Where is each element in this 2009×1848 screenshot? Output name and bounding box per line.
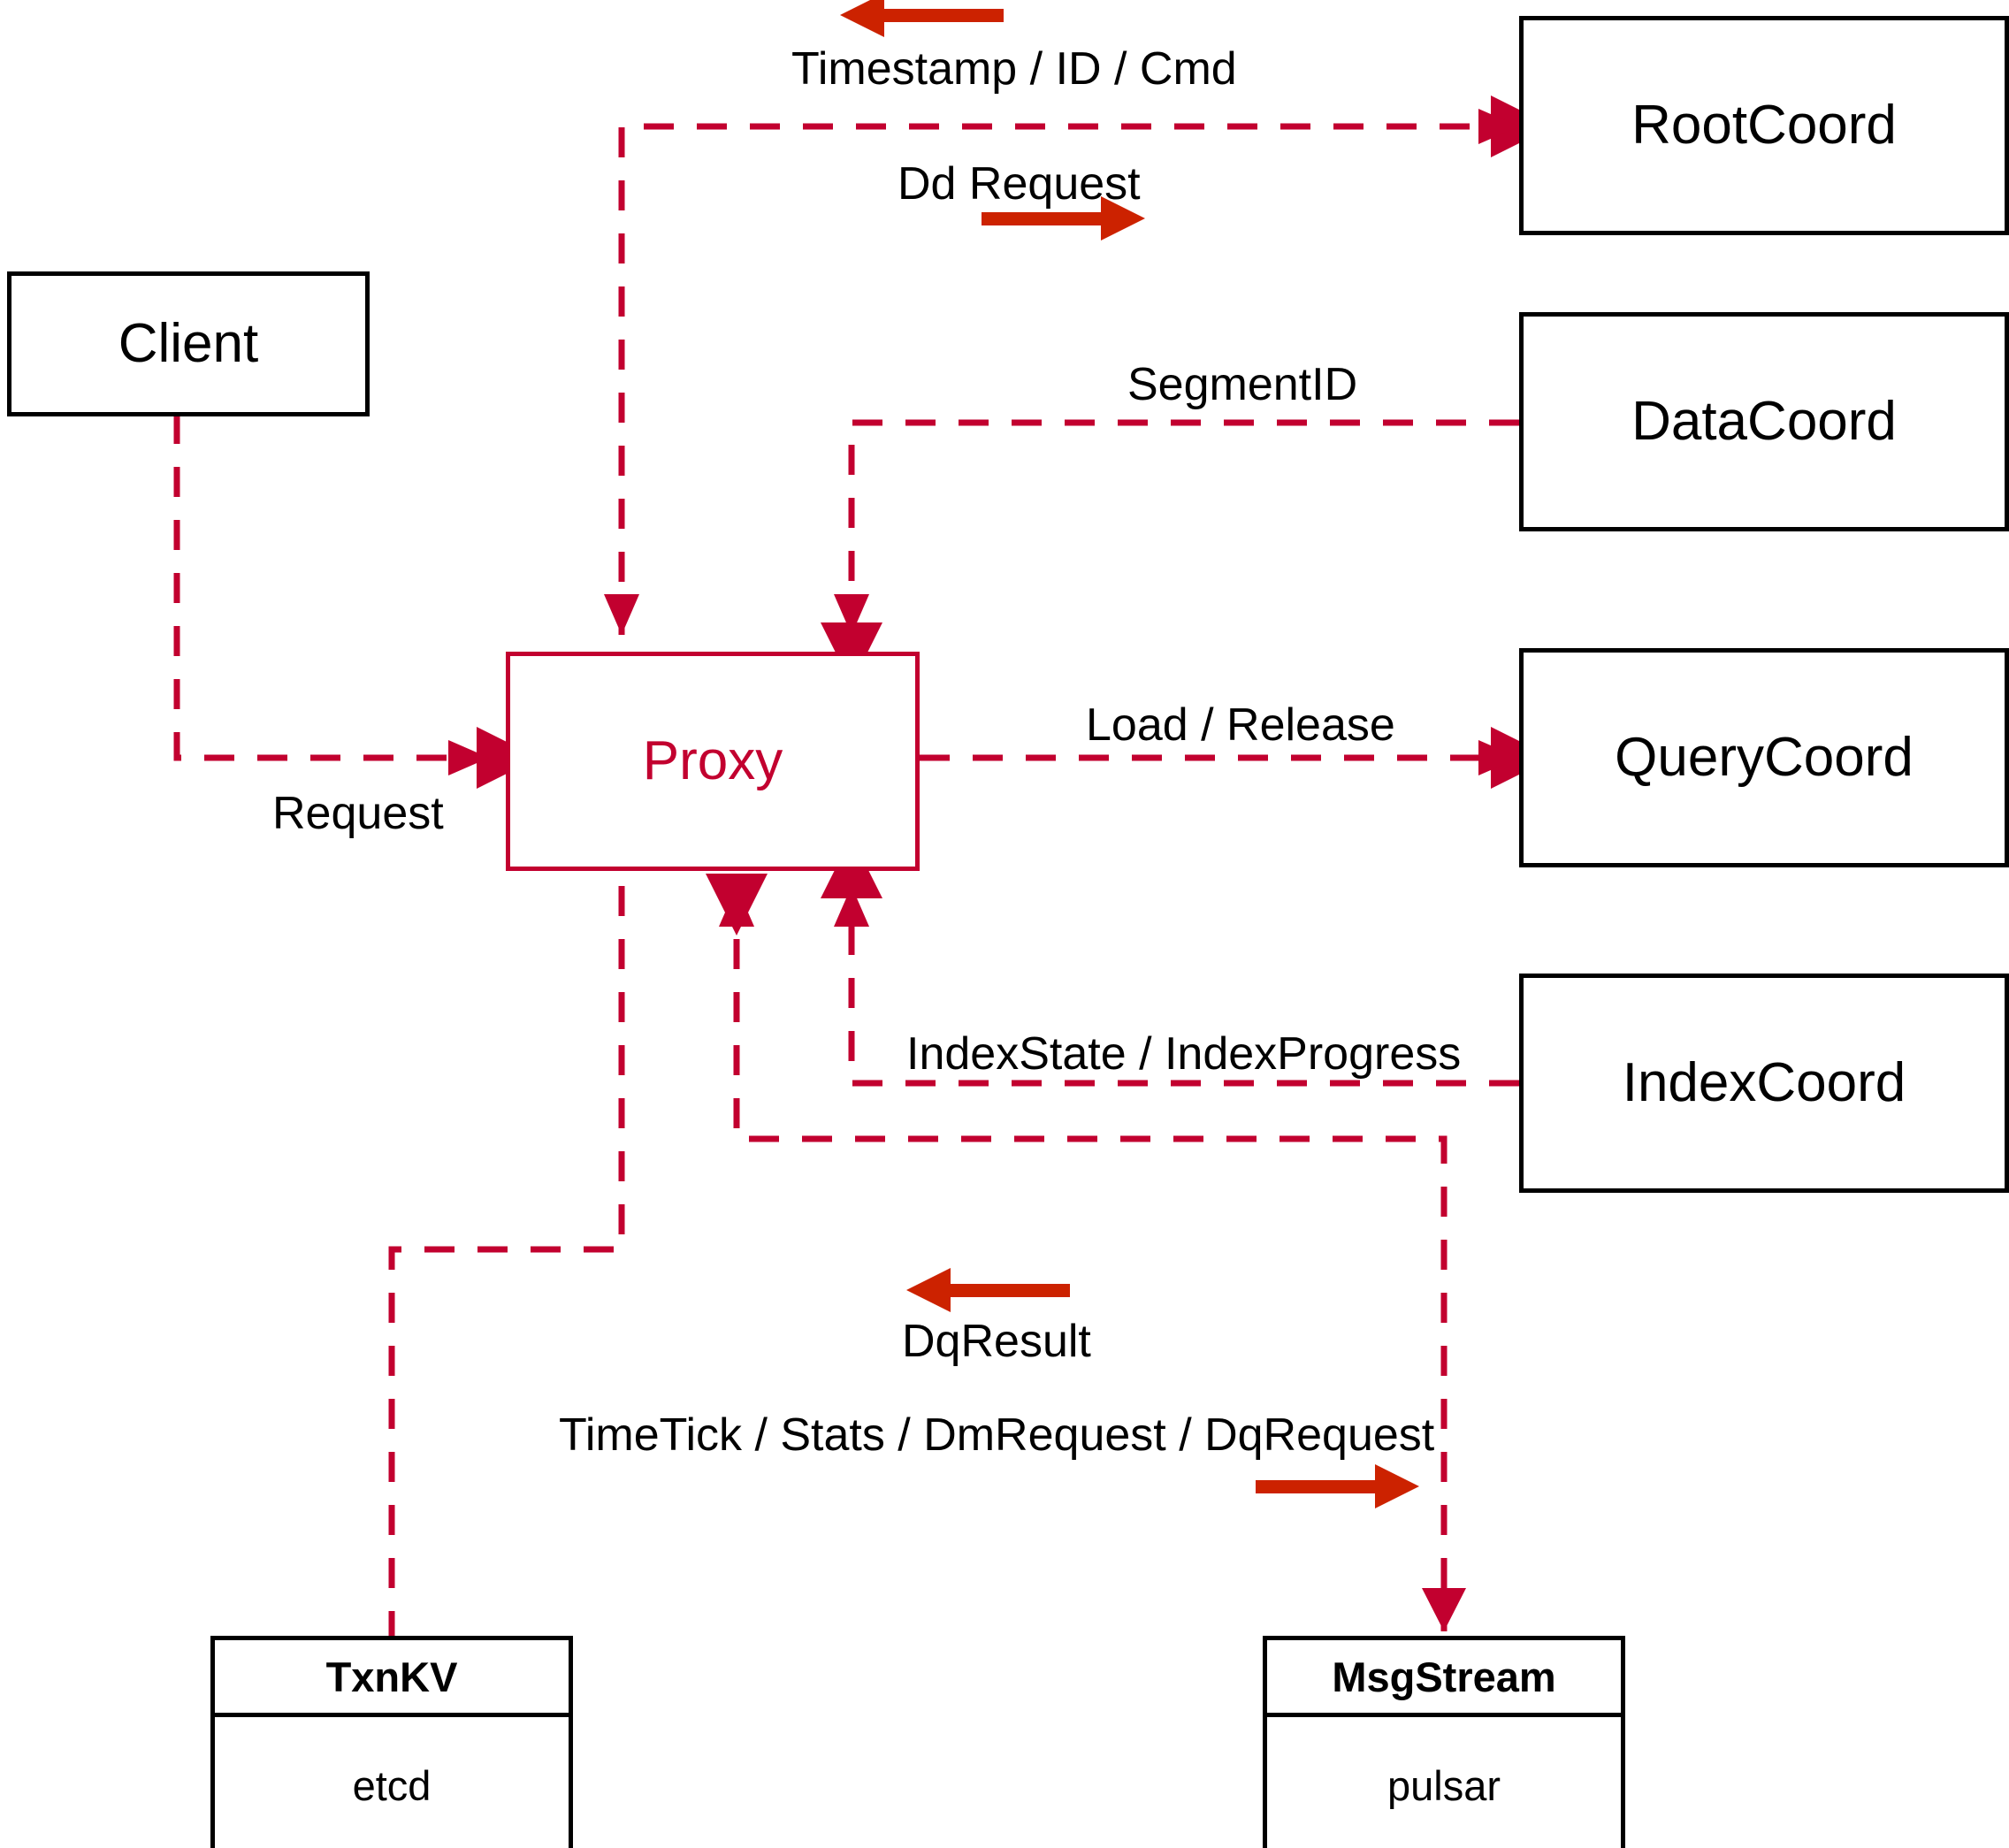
node-msgstream-body: pulsar: [1386, 1762, 1501, 1809]
arrowhead-down-segmentid: [834, 594, 869, 635]
arrowheads: [448, 109, 1519, 1631]
wire-dd-request: [618, 95, 1553, 635]
wire-txnkv: [388, 886, 625, 1636]
direction-arrows: [840, 0, 1419, 1508]
node-datacoord[interactable]: DataCoord: [1519, 312, 2009, 531]
edge-label-dqresult: DqResult: [902, 1316, 1091, 1367]
node-txnkv-body: etcd: [352, 1762, 432, 1809]
node-querycoord[interactable]: QueryCoord: [1519, 648, 2009, 867]
node-txnkv[interactable]: TxnKV etcd: [210, 1636, 573, 1848]
edge-label-timetick-stats: TimeTick / Stats / DmRequest / DqRequest: [559, 1409, 1435, 1461]
edge-label-request: Request: [272, 788, 444, 839]
arrow-ddrequest-right: [982, 196, 1145, 241]
edge-label-indexstate: IndexState / IndexProgress: [906, 1028, 1462, 1080]
wire-segmentid: [821, 419, 1519, 684]
arrowhead-up-msgstream: [719, 886, 754, 927]
arrowhead-right-ddrequest: [1478, 109, 1519, 144]
node-rootcoord-label: RootCoord: [1631, 94, 1897, 156]
arrowhead-down-timestamp: [604, 594, 639, 635]
node-client-label: Client: [118, 312, 259, 374]
edge-label-dd-request: Dd Request: [898, 158, 1141, 210]
node-client[interactable]: Client: [7, 271, 370, 416]
arrowhead-down-msgstream: [1422, 1588, 1466, 1631]
edge-label-segmentid: SegmentID: [1127, 359, 1358, 410]
node-proxy-label: Proxy: [642, 729, 783, 791]
arrowhead-up-indexstate: [834, 886, 869, 927]
arrow-dqresult-left: [906, 1268, 1070, 1312]
node-querycoord-label: QueryCoord: [1615, 726, 1914, 788]
node-datacoord-label: DataCoord: [1631, 390, 1897, 452]
arrowhead-right-loadrelease: [1478, 740, 1519, 775]
node-msgstream[interactable]: MsgStream pulsar: [1263, 1636, 1625, 1848]
arrowhead-right-request: [448, 740, 489, 775]
node-indexcoord[interactable]: IndexCoord: [1519, 974, 2009, 1193]
edge-label-timestamp-id-cmd: Timestamp / ID / Cmd: [791, 43, 1237, 95]
edge-label-load-release: Load / Release: [1086, 699, 1395, 751]
node-proxy[interactable]: Proxy: [506, 652, 920, 871]
node-indexcoord-label: IndexCoord: [1622, 1051, 1906, 1113]
wire-indexstate: [821, 836, 1519, 1087]
arrow-timestamp-left: [840, 0, 1004, 37]
node-txnkv-header: TxnKV: [215, 1640, 569, 1717]
node-rootcoord[interactable]: RootCoord: [1519, 16, 2009, 235]
arrow-timetick-right: [1256, 1464, 1419, 1508]
wire-request: [173, 414, 539, 789]
node-msgstream-header: MsgStream: [1267, 1640, 1621, 1717]
wire-msgstream: [706, 874, 1448, 1631]
